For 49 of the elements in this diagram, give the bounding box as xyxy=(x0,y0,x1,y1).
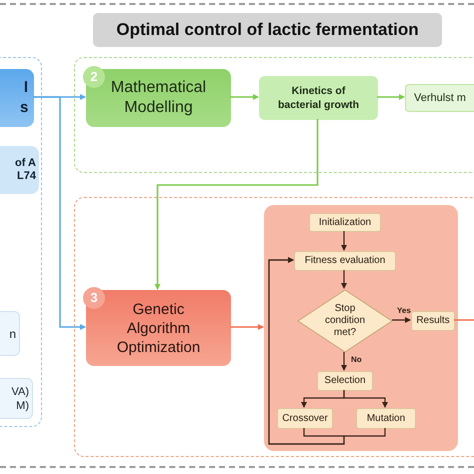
node-label: Initialization xyxy=(318,218,372,228)
process-box xyxy=(309,213,381,232)
node-label: Kinetics of bacterial growth xyxy=(276,84,360,112)
node-label: Verhulst m xyxy=(414,90,466,106)
arrow xyxy=(230,324,264,330)
process-box xyxy=(411,311,455,331)
node-label: VA) M) xyxy=(10,384,29,412)
input-box xyxy=(0,146,39,194)
process-box xyxy=(317,371,373,391)
arrow xyxy=(392,317,411,323)
group-frame xyxy=(74,57,474,173)
process-box xyxy=(356,408,416,429)
group-frame xyxy=(0,57,42,427)
arrow xyxy=(343,390,388,408)
node-label: Fitness evaluation xyxy=(304,256,386,266)
flowchart-panel xyxy=(264,205,458,451)
node-label: l s xyxy=(20,78,28,118)
arrow xyxy=(154,119,318,290)
arrow xyxy=(341,231,347,251)
node-label: Selection xyxy=(324,376,366,386)
arrow xyxy=(33,96,86,330)
node-label: Crossover xyxy=(282,414,328,424)
node-label: of A L74 xyxy=(14,157,36,183)
node-label: n xyxy=(9,326,16,342)
process-box xyxy=(259,76,378,120)
process-box xyxy=(86,69,231,127)
process-box xyxy=(277,408,333,429)
process-box xyxy=(86,290,231,366)
process-box xyxy=(405,84,474,112)
step-number-badge: 3 xyxy=(83,287,105,309)
arrow xyxy=(268,257,386,445)
arrow xyxy=(377,94,405,100)
edge-label: Yes xyxy=(396,307,412,315)
decision-diamond xyxy=(297,289,393,353)
arrow xyxy=(341,270,347,289)
title-banner: Optimal control of lactic fermentation xyxy=(93,13,442,47)
node-label: Results xyxy=(416,316,450,326)
step-number-badge: 2 xyxy=(83,66,105,88)
group-frame xyxy=(74,197,474,457)
node-label: Mathematical Modelling xyxy=(110,78,208,118)
arrow xyxy=(341,352,347,371)
input-box xyxy=(0,69,34,127)
node-label: Genetic Algorithm Optimization xyxy=(116,300,202,356)
edge-label: No xyxy=(350,356,363,364)
arrow xyxy=(230,94,259,100)
node-label: Mutation xyxy=(366,414,406,424)
node-label: Stop condition met? xyxy=(324,303,366,339)
input-box xyxy=(0,378,33,419)
process-box xyxy=(294,251,396,271)
